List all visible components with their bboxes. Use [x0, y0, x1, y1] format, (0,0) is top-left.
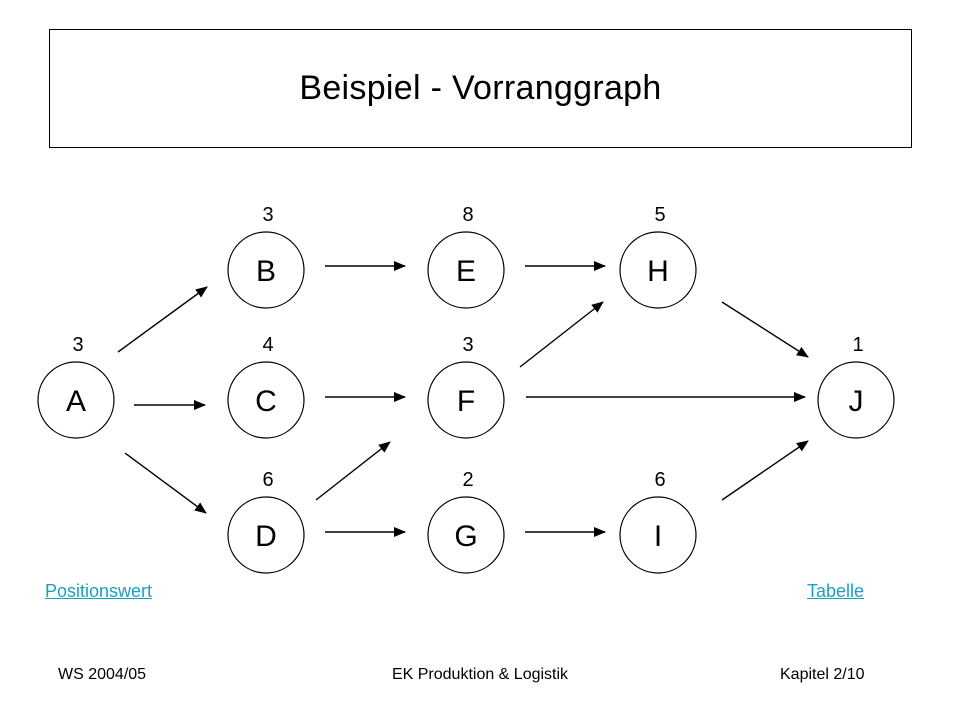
node-e: E8 [427, 204, 505, 309]
node-label: F [457, 385, 475, 418]
node-circle [227, 231, 305, 309]
node-d: D6 [227, 469, 305, 574]
title-box: Beispiel - Vorranggraph [49, 29, 912, 148]
position-weight-label: 3 [462, 334, 473, 356]
edge-f-h [519, 301, 604, 368]
node-g: G2 [427, 469, 505, 574]
node-label: A [66, 385, 86, 418]
node-circle [619, 496, 697, 574]
node-f: F3 [427, 334, 505, 439]
node-b: B3 [227, 204, 305, 309]
edge-h-j [721, 301, 809, 358]
edge-a-b [117, 286, 208, 353]
node-j: J1 [817, 334, 895, 439]
node-c: C4 [227, 334, 305, 439]
position-weight-label: 3 [262, 204, 273, 226]
node-label: J [849, 385, 864, 418]
positionswert-link[interactable]: Positionswert [45, 581, 153, 601]
edge-layer [117, 261, 809, 537]
node-label: H [647, 255, 669, 288]
edge-a-d [124, 452, 207, 514]
position-weight-label: 1 [852, 334, 863, 356]
edge-d-f [315, 441, 391, 501]
node-a: A3 [37, 334, 115, 439]
position-weight-label: 3 [72, 334, 83, 356]
slide-title: Beispiel - Vorranggraph [299, 69, 662, 107]
node-circle [37, 361, 115, 439]
position-weight-label: 4 [262, 334, 273, 356]
node-label: D [255, 520, 277, 553]
edge-i-j [721, 440, 809, 501]
node-label: E [456, 255, 476, 288]
footer-semester: WS 2004/05 [58, 666, 147, 683]
node-h: H5 [619, 204, 697, 309]
position-weight-label: 8 [462, 204, 473, 226]
tabelle-link[interactable]: Tabelle [807, 581, 865, 601]
node-circle [227, 496, 305, 574]
position-weight-label: 6 [262, 469, 273, 491]
node-circle [427, 361, 505, 439]
position-weight-label: 2 [462, 469, 473, 491]
node-circle [619, 231, 697, 309]
node-circle [427, 496, 505, 574]
node-circle [427, 231, 505, 309]
footer-course: EK Produktion & Logistik [391, 666, 569, 683]
node-i: I6 [619, 469, 697, 574]
node-label: B [256, 255, 276, 288]
position-weight-label: 5 [654, 204, 665, 226]
node-label: I [654, 520, 662, 553]
node-circle [817, 361, 895, 439]
node-circle [227, 361, 305, 439]
position-weight-label: 6 [654, 469, 665, 491]
node-label: C [255, 385, 277, 418]
footer-chapter: Kapitel 2/10 [780, 666, 865, 683]
node-label: G [454, 520, 477, 553]
